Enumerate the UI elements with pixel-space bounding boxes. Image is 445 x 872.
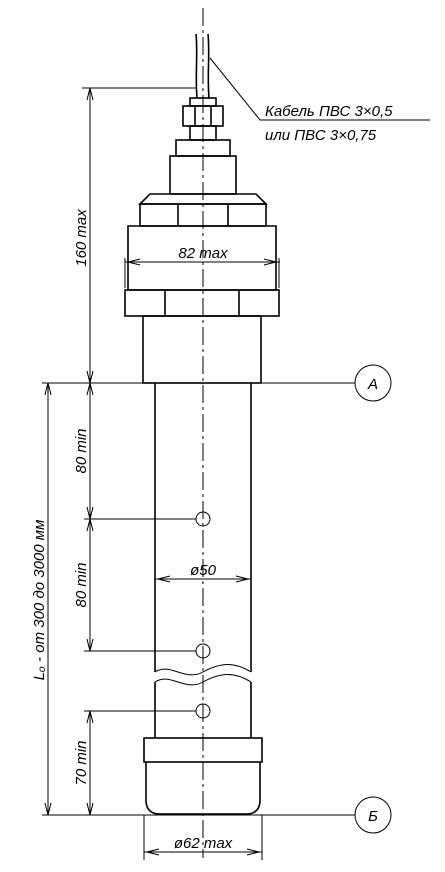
svg-text:80 min: 80 min: [73, 562, 90, 607]
dim-seg3: 70 min: [73, 710, 196, 816]
dim-length-range: Lₒ - от 300 до 3000 мм: [31, 382, 52, 816]
dim-tube-diameter: ø50: [155, 562, 251, 583]
tube: [154, 383, 252, 738]
dim-seg2: 80 min: [73, 518, 196, 652]
bottom-cap: [143, 737, 263, 815]
cable-note-line2: или ПВС 3×0,75: [265, 127, 377, 144]
dim-height-max: 160 max: [73, 87, 196, 384]
svg-text:82 max: 82 max: [178, 245, 228, 262]
svg-text:ø62 max: ø62 max: [174, 835, 233, 852]
svg-text:ø50: ø50: [190, 562, 217, 579]
housing: [124, 193, 280, 384]
svg-text:70 min: 70 min: [73, 740, 90, 785]
dim-seg1: 80 min: [73, 382, 196, 520]
svg-text:160 max: 160 max: [73, 209, 90, 267]
datum-label-bottom: Б: [368, 808, 378, 825]
datum-circle-top: [354, 364, 392, 402]
svg-text:Lₒ - от 300 до 3000 мм: Lₒ - от 300 до 3000 мм: [31, 520, 48, 681]
datum-label-top: A: [367, 376, 378, 393]
dim-base-diameter: ø62 max: [143, 815, 263, 860]
cable-note-line1: Кабель ПВС 3×0,5: [265, 103, 393, 120]
svg-text:80 min: 80 min: [73, 428, 90, 473]
datum-circle-bottom: [354, 796, 392, 834]
cable: [195, 33, 210, 99]
dim-width-max: 82 max: [124, 245, 280, 288]
